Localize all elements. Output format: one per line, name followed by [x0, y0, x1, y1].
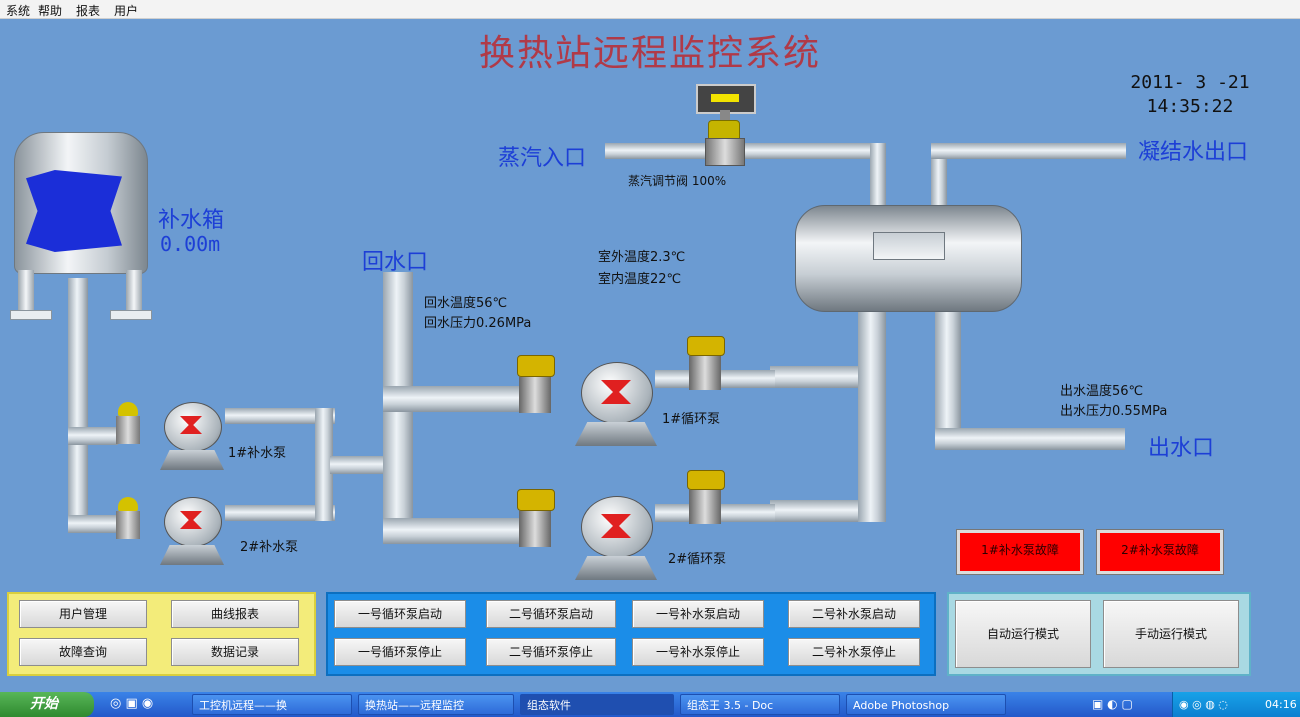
pump-stop-button[interactable]: 二号循环泵停止 [486, 638, 616, 666]
circulation-pump-1-label: 1#循环泵 [662, 412, 721, 427]
steam-pipe [605, 143, 885, 159]
return-temp-readout: 回水温度56℃ [424, 296, 508, 311]
condensate-outlet-label: 凝结水出口 [1138, 140, 1249, 165]
return-pressure-readout: 回水压力0.26MPa [424, 316, 532, 331]
user-management-button[interactable]: 用户管理 [19, 600, 147, 628]
makeup-pump-1[interactable] [160, 402, 226, 472]
valve-icon[interactable] [685, 336, 725, 390]
heat-exchanger-port [873, 232, 945, 260]
pump-control-panel: 一号循环泵启动 二号循环泵启动 一号补水泵启动 二号补水泵启动 一号循环泵停止 … [326, 592, 936, 676]
start-label: 开始 [30, 696, 58, 712]
pipe [68, 278, 88, 533]
outlet-label: 出水口 [1148, 436, 1215, 461]
makeup-pump-1-label: 1#补水泵 [228, 446, 287, 461]
time-display: 14:35:22 [1146, 96, 1234, 117]
taskbar-item[interactable]: 换热站——远程监控 [358, 694, 514, 715]
menu-help[interactable]: 帮助 [38, 4, 63, 18]
tank-water-level [26, 170, 122, 252]
start-button[interactable]: 开始 [0, 692, 94, 717]
tray-icons[interactable]: ◉ ◎ ◍ ◌ [1179, 698, 1228, 711]
valve-icon[interactable] [116, 497, 140, 539]
pipe [68, 515, 128, 533]
tank-label: 补水箱 [158, 208, 225, 233]
valve-icon[interactable] [116, 402, 140, 444]
makeup-pump-2-label: 2#补水泵 [240, 540, 299, 555]
pipe [225, 505, 335, 521]
pipe [68, 427, 118, 445]
steam-valve-label: 蒸汽调节阀 100% [628, 174, 727, 188]
pump-start-button[interactable]: 二号循环泵启动 [486, 600, 616, 628]
menu-bar: 系统 帮助 报表 用户 [0, 0, 1300, 19]
pipe [770, 500, 880, 522]
curve-report-button[interactable]: 曲线报表 [171, 600, 299, 628]
steam-inlet-label: 蒸汽入口 [498, 146, 587, 171]
system-tray: ◉ ◎ ◍ ◌ 04:16 [1172, 692, 1300, 717]
pipe [225, 408, 335, 424]
fault-query-button[interactable]: 故障查询 [19, 638, 147, 666]
pump-start-button[interactable]: 一号循环泵启动 [334, 600, 466, 628]
date-display: 2011- 3 -21 [1130, 72, 1250, 93]
circulation-pump-2-label: 2#循环泵 [668, 552, 727, 567]
pipe [383, 386, 523, 412]
pump-start-button[interactable]: 二号补水泵启动 [788, 600, 920, 628]
valve-icon[interactable] [515, 489, 555, 547]
menu-report[interactable]: 报表 [76, 4, 101, 18]
pump-start-button[interactable]: 一号补水泵启动 [632, 600, 764, 628]
valve-icon[interactable] [685, 470, 725, 524]
menu-system[interactable]: 系统 [6, 4, 31, 18]
tray-clock: 04:16 [1265, 698, 1297, 711]
menu-user[interactable]: 用户 [114, 4, 139, 18]
page-title: 换热站远程监控系统 [478, 33, 821, 74]
pipe [935, 312, 961, 448]
taskbar-item[interactable]: 工控机远程——换 [192, 694, 352, 715]
pump-stop-button[interactable]: 一号补水泵停止 [632, 638, 764, 666]
valve-icon[interactable] [515, 355, 555, 413]
data-record-button[interactable]: 数据记录 [171, 638, 299, 666]
auto-mode-button[interactable]: 自动运行模式 [955, 600, 1091, 668]
pipe [315, 408, 333, 521]
return-inlet-label: 回水口 [362, 250, 429, 275]
circulation-pump-2[interactable] [575, 496, 659, 582]
outlet-pressure-readout: 出水压力0.55MPa [1060, 404, 1168, 419]
taskbar: 开始 ◎ ▣ ◉ 工控机远程——换 换热站——远程监控 组态软件 组态王 3.5… [0, 692, 1300, 717]
indoor-temp-readout: 室内温度22℃ [598, 272, 682, 287]
system-panel: 用户管理 曲线报表 故障查询 数据记录 [7, 592, 316, 676]
pipe [383, 518, 523, 544]
steam-valve-meter [696, 84, 756, 114]
circulation-pump-1[interactable] [575, 362, 659, 448]
makeup-pump-2[interactable] [160, 497, 226, 567]
quicklaunch-icons[interactable]: ◎ ▣ ◉ [110, 696, 154, 711]
taskbar-item[interactable]: 组态王 3.5 - Doc [680, 694, 840, 715]
pipe [935, 428, 1125, 450]
mode-panel: 自动运行模式 手动运行模式 [947, 592, 1251, 676]
tank-level-readout: 0.00m [160, 232, 221, 256]
outlet-temp-readout: 出水温度56℃ [1060, 384, 1144, 399]
makeup-water-tank [10, 132, 152, 322]
alarm-button-1[interactable]: 1#补水泵故障 [956, 529, 1084, 575]
taskbar-item-active[interactable]: 组态软件 [520, 694, 674, 715]
pump-stop-button[interactable]: 二号补水泵停止 [788, 638, 920, 666]
alarm-button-2[interactable]: 2#补水泵故障 [1096, 529, 1224, 575]
pipe [330, 456, 390, 474]
tray-icons[interactable]: ▣ ◐ ▢ [1092, 697, 1133, 711]
pipe [770, 366, 870, 388]
condensate-pipe [931, 143, 1126, 159]
taskbar-item[interactable]: Adobe Photoshop [846, 694, 1006, 715]
manual-mode-button[interactable]: 手动运行模式 [1103, 600, 1239, 668]
outdoor-temp-readout: 室外温度2.3℃ [598, 250, 686, 265]
pump-stop-button[interactable]: 一号循环泵停止 [334, 638, 466, 666]
pipe [858, 312, 886, 522]
